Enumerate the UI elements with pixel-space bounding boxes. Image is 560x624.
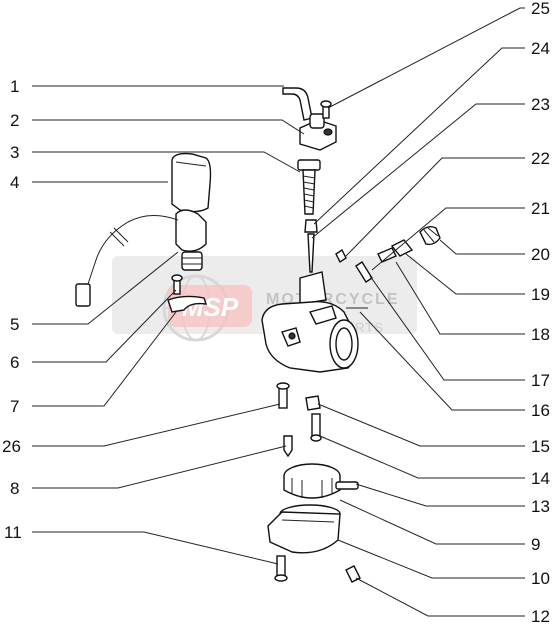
callout-2: 2 <box>10 111 19 130</box>
part-13-float <box>283 463 359 499</box>
callout-22: 22 <box>531 149 550 168</box>
callout-12: 12 <box>531 607 550 624</box>
part-19-screw-assembly <box>377 239 414 263</box>
callout-8: 8 <box>10 479 19 498</box>
part-24-jet <box>304 219 318 233</box>
callout-10: 10 <box>531 569 550 588</box>
part-5-choke-cable <box>75 209 207 307</box>
callout-17: 17 <box>531 371 550 390</box>
callout-14: 14 <box>531 469 550 488</box>
callout-15: 15 <box>531 437 550 456</box>
part-3-spring <box>297 159 321 215</box>
part-2-starter-housing <box>299 113 337 151</box>
leader-lines <box>32 7 525 617</box>
part-25-screw <box>320 100 332 119</box>
callout-21: 21 <box>531 199 550 218</box>
callout-11: 11 <box>4 523 22 542</box>
callout-5: 5 <box>10 315 19 334</box>
carburetor-body <box>261 271 359 373</box>
callout-25: 25 <box>531 0 550 18</box>
part-22-adjust-screw <box>335 248 347 264</box>
callout-18: 18 <box>531 325 550 344</box>
callout-1: 1 <box>10 77 19 96</box>
watermark-logo-badge <box>168 285 252 327</box>
part-8-jet <box>283 435 293 458</box>
callout-23: 23 <box>531 95 550 114</box>
callout-6: 6 <box>10 353 19 372</box>
part-11-screw <box>274 555 288 582</box>
callout-labels: 1 2 3 4 5 6 7 26 8 11 25 24 23 22 21 20 … <box>2 0 550 624</box>
callout-20: 20 <box>531 245 550 264</box>
callout-26: 26 <box>2 437 21 456</box>
part-7-clip <box>167 295 208 313</box>
part-4-rubber-cap <box>171 152 212 213</box>
callout-24: 24 <box>531 39 550 58</box>
part-12-screw <box>345 565 361 583</box>
callout-19: 19 <box>531 285 550 304</box>
callout-7: 7 <box>10 397 19 416</box>
part-14-jet <box>310 413 322 442</box>
part-15-fitting <box>305 395 321 411</box>
callout-16: 16 <box>531 401 550 420</box>
callout-13: 13 <box>531 497 550 516</box>
callout-4: 4 <box>10 173 19 192</box>
part-10-float-bowl <box>267 511 341 554</box>
callout-9: 9 <box>531 535 540 554</box>
callout-3: 3 <box>10 143 19 162</box>
part-6-screw <box>171 274 183 295</box>
part-1-tube <box>282 87 313 121</box>
part-23-needle <box>307 233 315 273</box>
part-26-screw <box>276 382 290 409</box>
part-20-cap <box>419 225 441 246</box>
